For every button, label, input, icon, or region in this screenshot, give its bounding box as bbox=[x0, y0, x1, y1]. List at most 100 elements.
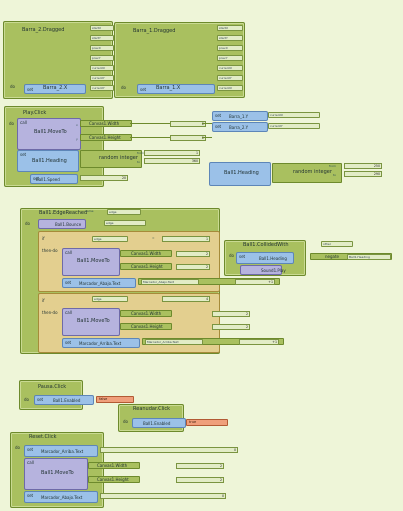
heading-label: Ball1.Heading bbox=[224, 170, 259, 176]
set-label: set bbox=[27, 493, 34, 498]
event-title: Play.Click bbox=[23, 110, 47, 116]
param-currenty: currentY bbox=[90, 75, 114, 81]
negate-block[interactable]: negate Ball1.Heading bbox=[310, 253, 392, 260]
param-currentx: currentX bbox=[90, 65, 114, 71]
set-ball1-heading-floating[interactable]: Ball1.Heading bbox=[209, 162, 271, 186]
set-barra1-y[interactable]: set Barra_1.Y bbox=[212, 111, 268, 121]
number-2-w1[interactable]: 2 bbox=[176, 251, 210, 257]
equals-1: = bbox=[152, 236, 155, 240]
number-2a[interactable]: 2 bbox=[170, 121, 206, 127]
sound-label: Sound1.Play bbox=[261, 268, 286, 273]
value-currentx[interactable]: currentX bbox=[268, 112, 320, 118]
event-title: Barra_1.Dragged bbox=[133, 28, 176, 34]
set-label: set bbox=[215, 124, 222, 129]
value-currenty[interactable]: currentY bbox=[268, 123, 320, 129]
param-starty: startY bbox=[217, 35, 243, 41]
set-ball1-speed[interactable]: set Ball1.Speed bbox=[30, 174, 78, 184]
event-barra1-dragged[interactable]: Barra_1.Dragged startX startY prevX prev… bbox=[114, 22, 245, 98]
number-2-reset-w[interactable]: 2 bbox=[176, 463, 224, 469]
random-integer-block-2[interactable]: random integer from to bbox=[272, 163, 342, 183]
call-sound1-play[interactable]: Sound1.Play bbox=[240, 265, 286, 275]
number-2-w2[interactable]: 2 bbox=[212, 311, 250, 317]
edge-number-4[interactable]: 4 bbox=[162, 296, 210, 302]
negate-label: negate bbox=[325, 254, 340, 259]
random-from-250[interactable]: 250 bbox=[344, 163, 382, 169]
call-ball1-moveto-2[interactable]: call Ball1.MoveTo bbox=[62, 308, 120, 336]
do-label: do bbox=[121, 85, 126, 90]
set-label: set bbox=[33, 176, 40, 181]
call-ball1-moveto[interactable]: call Ball1.MoveTo x y bbox=[17, 118, 81, 150]
canvas1-width-2[interactable]: Canvas1.Width bbox=[120, 310, 172, 317]
to-label: to bbox=[137, 160, 141, 164]
set-label: set bbox=[215, 113, 222, 118]
edge-number-1[interactable]: 1 bbox=[162, 236, 210, 242]
set-ball1-heading[interactable]: set Ball1.Heading bbox=[17, 150, 79, 172]
param-name-label: name bbox=[85, 209, 94, 213]
edge-getter-2[interactable]: edge bbox=[92, 296, 128, 302]
false-value[interactable]: false bbox=[96, 396, 134, 403]
set-label: set bbox=[20, 152, 27, 157]
true-value[interactable]: true bbox=[186, 419, 228, 426]
canvas1-height-getter[interactable]: Canvas1.Height bbox=[80, 134, 132, 141]
reset-arriba-0[interactable]: 0 bbox=[100, 447, 238, 453]
set-label: set bbox=[140, 87, 147, 92]
set-target: Barra_2.X bbox=[43, 85, 68, 91]
set-ball1-enabled-pausa[interactable]: set Ball1.Enabled bbox=[34, 395, 94, 405]
set-marcador-abajo[interactable]: set Marcador_Abajo.Text bbox=[62, 278, 136, 288]
value-currenty[interactable]: currentY bbox=[90, 85, 114, 91]
random-to-290[interactable]: 290 bbox=[344, 171, 382, 177]
number-2-h1[interactable]: 2 bbox=[176, 264, 210, 270]
param-startx: startX bbox=[217, 25, 243, 31]
moveto-label: Ball1.MoveTo bbox=[34, 129, 67, 135]
set-target: Barra_1.X bbox=[156, 85, 181, 91]
add-score-arriba[interactable]: Marcador_Arriba.Text +1 bbox=[142, 338, 284, 345]
add-score-abajo[interactable]: Marcador_Abajo.Text +1 bbox=[138, 278, 280, 285]
edge-getter-1[interactable]: edge bbox=[92, 236, 128, 242]
canvas-width-label: Canvas1.Width bbox=[89, 121, 120, 126]
param-currentx: currentX bbox=[217, 65, 243, 71]
random-to-360[interactable]: 360 bbox=[144, 158, 200, 164]
set-ball1-enabled-reanudar[interactable]: Ball1.Enabled bbox=[132, 418, 186, 428]
value-currentx[interactable]: currentX bbox=[217, 85, 243, 91]
if-label: if bbox=[42, 236, 45, 241]
call-ball1-moveto-1[interactable]: call Ball1.MoveTo bbox=[62, 248, 120, 276]
canvas-height-label: Canvas1.Height bbox=[97, 477, 129, 482]
number-2b[interactable]: 2 bbox=[170, 135, 206, 141]
event-title: Pausa.Click bbox=[38, 384, 67, 390]
random-from-1[interactable]: 1 bbox=[144, 150, 200, 156]
then-label: then-do bbox=[42, 248, 58, 253]
param-prevy: prevY bbox=[217, 55, 243, 61]
canvas1-height-1[interactable]: Canvas1.Height bbox=[120, 263, 172, 270]
call-label: call bbox=[65, 310, 72, 315]
set-marcador-arriba-reset[interactable]: set Marcador_Arriba.Text bbox=[24, 445, 98, 457]
canvas1-width-reset[interactable]: Canvas1.Width bbox=[88, 462, 140, 469]
set-barra2-y[interactable]: set Barra_2.Y bbox=[212, 122, 268, 132]
number-2-h2[interactable]: 2 bbox=[212, 324, 250, 330]
canvas1-width-1[interactable]: Canvas1.Width bbox=[120, 250, 172, 257]
speed-value-20[interactable]: 20 bbox=[80, 175, 128, 181]
bounce-edge-arg[interactable]: edge bbox=[104, 220, 146, 226]
random-integer-block[interactable]: random integer from to bbox=[80, 150, 144, 168]
set-marcador-arriba[interactable]: set Marcador_Arriba.Text bbox=[62, 338, 140, 348]
call-label: call bbox=[20, 120, 27, 125]
set-ball1-heading-collide[interactable]: set Ball1.Heading bbox=[236, 252, 294, 264]
moveto-label: Ball1.MoveTo bbox=[77, 258, 110, 264]
canvas1-width-getter[interactable]: Canvas1.Width bbox=[80, 120, 132, 127]
call-ball1-bounce[interactable]: Ball1.Bounce bbox=[38, 219, 86, 229]
set-barra1-x[interactable]: set Barra_1.X bbox=[137, 84, 215, 94]
canvas1-height-2[interactable]: Canvas1.Height bbox=[120, 323, 172, 330]
param-currenty: currentY bbox=[217, 75, 243, 81]
set-barra2-x[interactable]: set Barra_2.X bbox=[24, 84, 86, 94]
score-label: Marcador_Arriba.Text bbox=[79, 341, 122, 346]
barra2-y-label: Barra_2.Y bbox=[229, 125, 249, 130]
call-ball1-moveto-reset[interactable]: call Ball1.MoveTo bbox=[24, 458, 88, 490]
set-marcador-abajo-reset[interactable]: set Marcador_Abajo.Text bbox=[24, 491, 98, 503]
do-label: do bbox=[15, 445, 20, 450]
event-barra2-dragged[interactable]: Barra_2.Dragged startX startY prevX prev… bbox=[3, 21, 114, 99]
plus-one-1: +1 bbox=[235, 279, 275, 285]
speed-label: Ball1.Speed bbox=[36, 177, 60, 182]
canvas1-height-reset[interactable]: Canvas1.Height bbox=[88, 476, 140, 483]
reset-abajo-0[interactable]: 0 bbox=[100, 493, 226, 499]
number-2-reset-h[interactable]: 2 bbox=[176, 477, 224, 483]
